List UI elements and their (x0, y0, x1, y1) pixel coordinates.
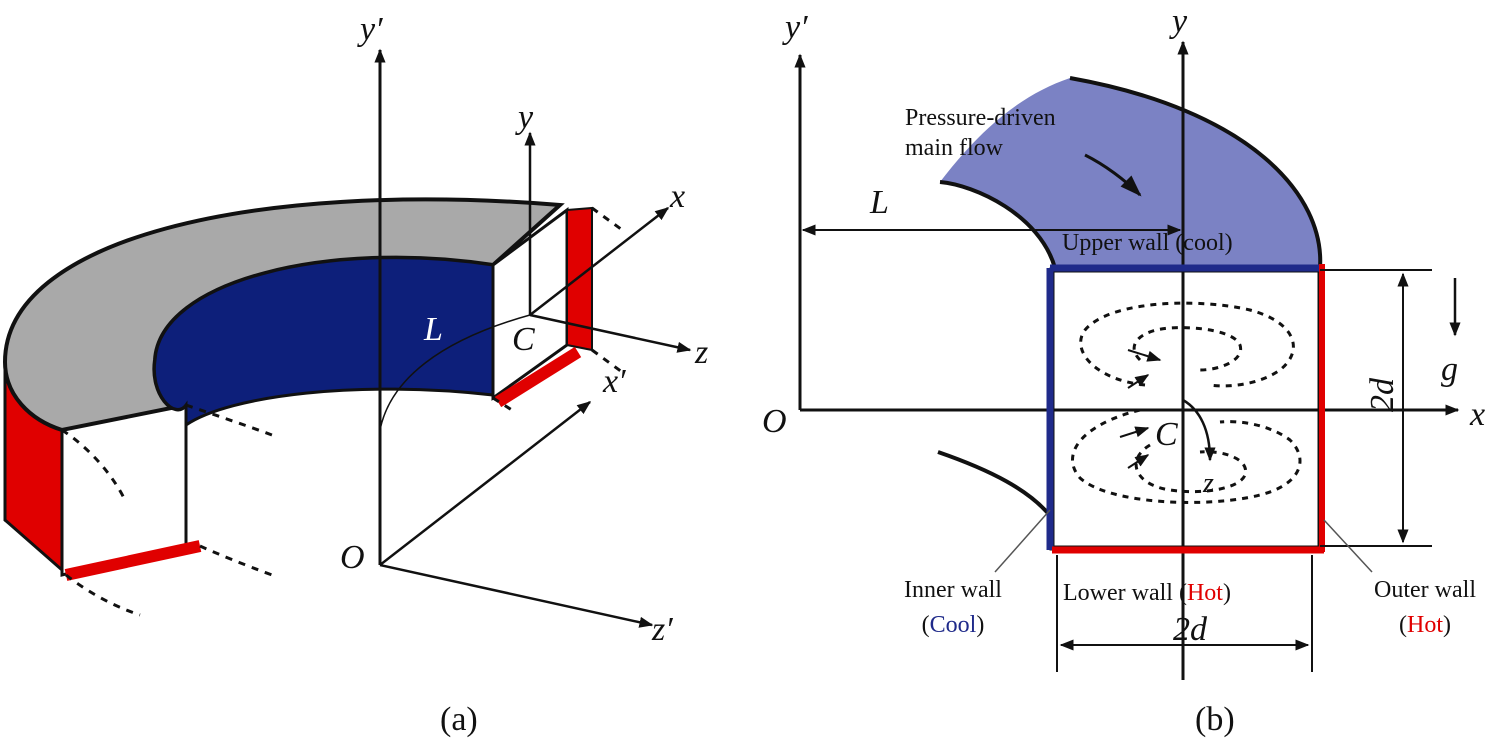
axis-x-a (529, 207, 670, 316)
label-origin-b: O (762, 403, 787, 440)
label-x-b: x (1469, 396, 1485, 433)
vortex-arrow-3 (1119, 426, 1150, 438)
label-lower-wall-prefix: Lower wall ( (1063, 580, 1187, 606)
label-z-prime-a: z′ (651, 611, 673, 648)
caption-b: (b) (1195, 701, 1235, 738)
flow-inner-bend-lower (937, 450, 1054, 520)
label-inner-wall-open: ( (922, 612, 930, 638)
lower-wall-hot-right (494, 346, 582, 408)
lower-wall-hot-left (64, 540, 202, 581)
label-y-prime-b: y′ (782, 9, 808, 46)
label-origin-a: O (340, 539, 365, 576)
label-outer-wall-line1: Outer wall (1374, 577, 1476, 603)
label-inner-wall-line2: (Cool) (922, 612, 985, 638)
label-lower-wall: Lower wall (Hot) (1063, 580, 1231, 606)
label-x-a: x (669, 178, 685, 215)
panel-a: y′ y x z x′ z′ O L C (a) (2, 11, 708, 738)
axis-z-prime-a (379, 563, 654, 628)
label-g: g (1441, 351, 1458, 388)
label-2d-horizontal: 2d (1173, 611, 1208, 648)
panel-b: y′ y x z g O L C 2d 2d Pressure-driven m… (762, 3, 1485, 738)
label-2d-vertical: 2d (1364, 377, 1401, 412)
label-upper-wall: Upper wall (cool) (1062, 230, 1233, 256)
label-y-prime-a: y′ (357, 11, 383, 48)
label-outer-wall-close: ) (1443, 612, 1451, 638)
label-L-a: L (423, 311, 443, 348)
label-C-a: C (512, 321, 535, 358)
secondary-flow-vortices (1071, 301, 1302, 504)
label-x-prime-a: x′ (602, 363, 626, 400)
caption-a: (a) (440, 701, 478, 738)
label-lower-wall-state: Hot (1187, 580, 1223, 606)
label-outer-wall-state: Hot (1407, 612, 1443, 638)
label-z-b: z (1202, 468, 1214, 499)
label-outer-wall-open: ( (1399, 612, 1407, 638)
label-inner-wall-line1: Inner wall (904, 577, 1002, 603)
flow-inner-bend (939, 180, 1057, 269)
label-L-b: L (869, 184, 889, 221)
label-y-b: y (1169, 3, 1188, 40)
label-flow-line2: main flow (905, 135, 1004, 161)
duct-continuation-dashes (61, 206, 626, 617)
main-flow-region (940, 78, 1321, 268)
flow-outer-bend (1069, 76, 1323, 269)
axis-x-prime-a (379, 401, 592, 566)
label-inner-wall-close: ) (976, 612, 984, 638)
label-y-a: y (515, 99, 534, 136)
label-lower-wall-suffix: ) (1223, 580, 1231, 606)
label-C-b: C (1155, 416, 1178, 453)
vortex-arrow-1 (1127, 349, 1162, 362)
label-outer-wall-line2: (Hot) (1399, 612, 1451, 638)
leader-outer-wall (1323, 519, 1373, 573)
radius-arc-a (379, 314, 531, 431)
label-z-a: z (694, 334, 708, 371)
axis-z-a (529, 313, 692, 353)
label-inner-wall-state: Cool (930, 612, 977, 638)
leader-inner-wall (994, 509, 1051, 573)
duct-inner-wall (152, 256, 495, 428)
z-axis-arrow-b (1182, 398, 1216, 462)
vortex-arrow-2 (1127, 374, 1150, 389)
flow-direction-arrow (1084, 153, 1142, 197)
label-flow-line1: Pressure-driven (905, 105, 1056, 131)
vortex-arrow-4 (1127, 454, 1150, 469)
